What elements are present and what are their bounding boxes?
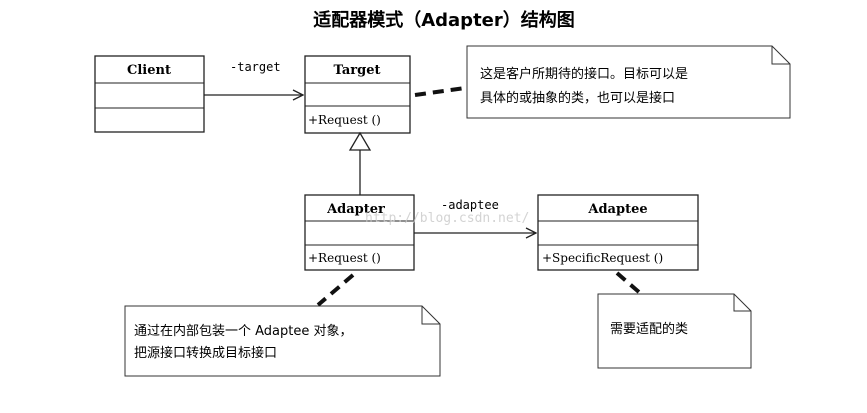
- note-adapter: 通过在内部包装一个 Adaptee 对象， 把源接口转换成目标接口: [124, 273, 441, 377]
- note-adapter-line-1: 通过在内部包装一个 Adaptee 对象，: [134, 323, 353, 339]
- note-adapter-line-2: 把源接口转换成目标接口: [134, 345, 277, 361]
- note-fold-icon: [421, 306, 440, 325]
- diagram-title: 适配器模式（Adapter）结构图: [313, 9, 575, 31]
- class-client: Client: [94, 55, 205, 133]
- association-client-target: -target: [204, 60, 303, 95]
- target-request-method: +Request (): [308, 113, 381, 127]
- target-role-label: -target: [230, 60, 281, 74]
- note-target-line-2: 具体的或抽象的类，也可以是接口: [480, 90, 675, 106]
- note-adaptee-shape: [597, 293, 752, 369]
- association-adapter-adaptee: -adaptee: [414, 198, 536, 233]
- adaptee-role-label: -adaptee: [441, 198, 499, 212]
- class-adapter: Adapter +Request (): [304, 194, 415, 271]
- adaptee-specific-request-method: +SpecificRequest (): [542, 251, 663, 265]
- client-class-name: Client: [127, 63, 171, 78]
- note-target-line-1: 这是客户所期待的接口。目标可以是: [480, 66, 688, 82]
- adapter-request-method: +Request (): [308, 251, 381, 265]
- target-class-name: Target: [333, 63, 380, 78]
- note-adapter-shape: [124, 305, 441, 377]
- class-target: Target +Request (): [304, 55, 411, 134]
- note-adapter-connector: [316, 273, 355, 307]
- note-adaptee-line-1: 需要适配的类: [610, 321, 688, 337]
- note-fold-icon: [771, 46, 790, 65]
- note-target-connector: [414, 86, 466, 97]
- note-fold-icon: [733, 294, 751, 312]
- generalization-adapter-target: [348, 131, 372, 195]
- note-adaptee: 需要适配的类: [597, 271, 752, 369]
- adapter-class-name: Adapter: [326, 202, 385, 217]
- watermark: http://blog.csdn.net/: [365, 211, 529, 226]
- note-target-shape: [466, 45, 791, 119]
- note-adaptee-connector: [615, 271, 642, 295]
- adaptee-class-name: Adaptee: [587, 202, 647, 217]
- inheritance-triangle-icon: [348, 131, 372, 151]
- note-target: 这是客户所期待的接口。目标可以是 具体的或抽象的类，也可以是接口: [414, 45, 791, 119]
- class-adaptee: Adaptee +SpecificRequest (): [537, 194, 699, 271]
